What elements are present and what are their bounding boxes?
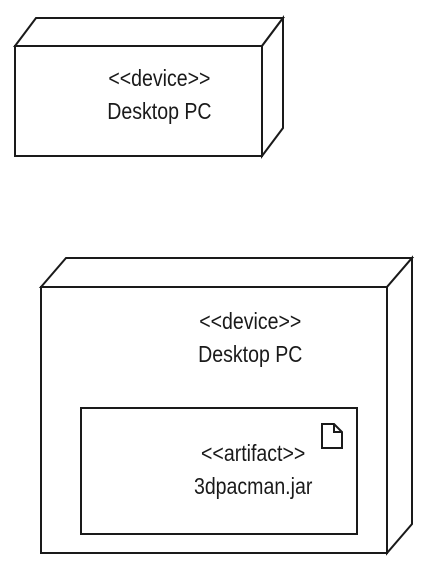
artifact-stereotype: <<artifact>> xyxy=(201,441,305,467)
node-top-face xyxy=(13,17,285,47)
node-large-name: Desktop PC xyxy=(198,342,302,368)
node-small-stereotype: <<device>> xyxy=(108,66,210,92)
node-large-stereotype: <<device>> xyxy=(199,309,301,335)
artifact-name: 3dpacman.jar xyxy=(194,474,312,500)
node-small-name: Desktop PC xyxy=(107,99,211,125)
document-icon xyxy=(321,423,343,449)
artifact-box[interactable] xyxy=(80,407,358,535)
node-top-face xyxy=(38,257,415,288)
node-side-face xyxy=(386,255,413,556)
artifact-frame xyxy=(80,407,358,535)
device-node-small[interactable] xyxy=(13,15,285,159)
node-front-face xyxy=(14,45,263,157)
